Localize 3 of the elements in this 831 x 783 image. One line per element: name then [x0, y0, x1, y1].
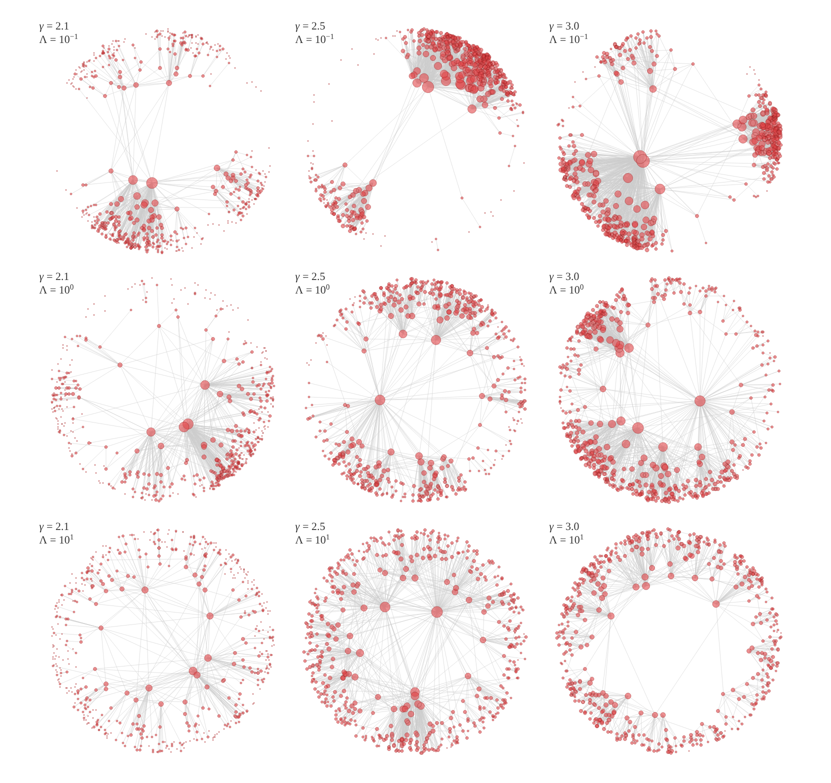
parameter-label: γ = 2.1: [39, 22, 69, 32]
parameter-label: γ = 3.0: [549, 22, 579, 32]
parameter-label: γ = 2.1: [39, 522, 69, 532]
